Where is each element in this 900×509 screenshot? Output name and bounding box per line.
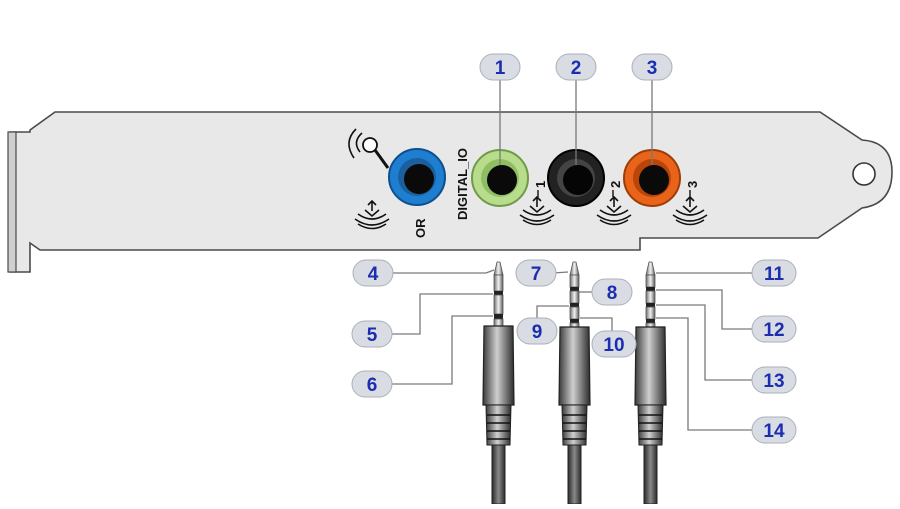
callout-6: 6 bbox=[351, 370, 393, 398]
green-jack bbox=[471, 149, 529, 207]
mounting-hole bbox=[852, 162, 876, 186]
callout-2: 2 bbox=[555, 53, 597, 81]
port-3-label: 3 bbox=[685, 181, 700, 188]
callout-8: 8 bbox=[591, 278, 633, 306]
callout-10: 10 bbox=[591, 330, 637, 358]
callout-12: 12 bbox=[751, 315, 797, 343]
svg-text:12: 12 bbox=[763, 320, 784, 341]
callout-4: 4 bbox=[352, 259, 394, 287]
svg-text:10: 10 bbox=[603, 335, 624, 356]
svg-text:11: 11 bbox=[764, 264, 785, 285]
callout-11: 11 bbox=[751, 259, 797, 287]
port-1-label: 1 bbox=[533, 181, 548, 188]
digital-io-label: DIGITAL_IO bbox=[455, 148, 470, 220]
callout-1: 1 bbox=[479, 53, 521, 81]
svg-text:1: 1 bbox=[495, 58, 506, 79]
or-label: OR bbox=[413, 218, 428, 238]
callout-3: 3 bbox=[631, 53, 673, 81]
blue-jack bbox=[388, 148, 446, 206]
callout-7: 7 bbox=[515, 259, 557, 287]
svg-text:8: 8 bbox=[607, 283, 618, 304]
svg-text:14: 14 bbox=[763, 421, 785, 442]
black-jack bbox=[547, 149, 605, 207]
plug-left bbox=[482, 261, 515, 505]
microphone-icon bbox=[348, 128, 390, 169]
callout-5: 5 bbox=[351, 320, 393, 348]
port-2-label: 2 bbox=[608, 181, 623, 188]
orange-jack bbox=[623, 149, 681, 207]
svg-text:7: 7 bbox=[531, 264, 542, 285]
svg-text:9: 9 bbox=[532, 322, 543, 343]
svg-text:3: 3 bbox=[647, 58, 658, 79]
svg-text:4: 4 bbox=[368, 264, 379, 285]
plug-middle bbox=[558, 261, 591, 505]
svg-text:2: 2 bbox=[571, 58, 582, 79]
callout-13: 13 bbox=[751, 366, 797, 394]
callout-14: 14 bbox=[751, 416, 797, 444]
svg-text:6: 6 bbox=[367, 375, 378, 396]
pci-bracket bbox=[7, 111, 893, 273]
svg-text:13: 13 bbox=[763, 371, 784, 392]
plug-right bbox=[634, 261, 667, 505]
svg-text:5: 5 bbox=[367, 325, 378, 346]
callout-9: 9 bbox=[516, 317, 558, 345]
